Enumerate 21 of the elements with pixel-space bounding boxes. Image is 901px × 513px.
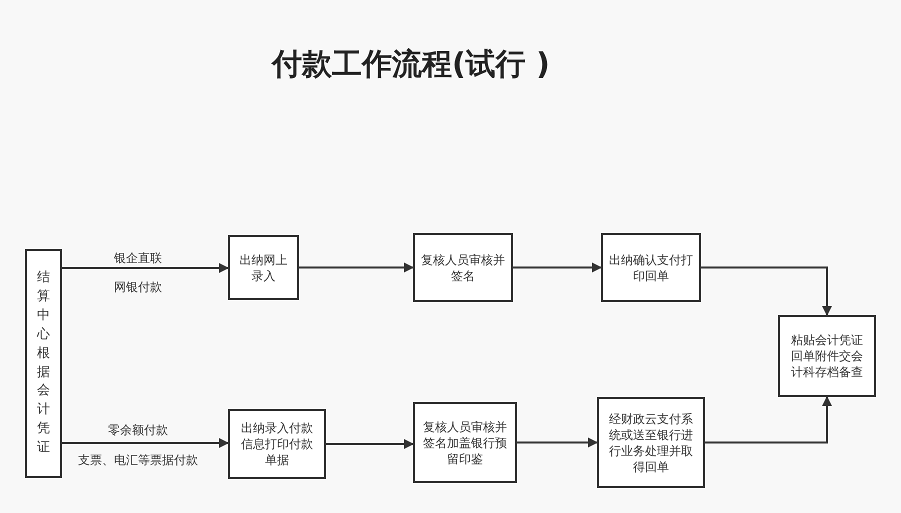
arrow <box>299 262 414 272</box>
process-box: 出纳录入付款信息打印付款单据 <box>228 409 326 479</box>
process-box: 结算中心根据会计凭证 <box>25 249 62 478</box>
process-box: 出纳确认支付打印回单 <box>601 233 701 302</box>
edge-label: 银企直联 <box>114 250 162 267</box>
process-box: 粘贴会计凭证回单附件交会计科存档备查 <box>778 315 876 397</box>
arrow <box>513 262 602 272</box>
arrow <box>326 439 414 449</box>
diagram-title: 付款工作流程(试行 ) <box>272 46 550 84</box>
arrow <box>517 438 598 448</box>
arrow <box>62 263 229 273</box>
arrow <box>705 396 832 444</box>
edge-note: 支票、电汇等票据付款 <box>78 452 198 468</box>
process-box: 复核人员审核并签名加盖银行预留印鉴 <box>413 402 517 483</box>
arrow <box>62 438 229 448</box>
edge-label: 零余额付款 <box>108 422 168 439</box>
process-box: 复核人员审核并签名 <box>413 233 513 302</box>
process-box: 经财政云支付系统或送至银行进行业务处理并取得回单 <box>597 397 705 488</box>
process-box: 出纳网上录入 <box>228 235 299 300</box>
arrow <box>701 266 832 316</box>
edge-note: 网银付款 <box>113 279 163 295</box>
